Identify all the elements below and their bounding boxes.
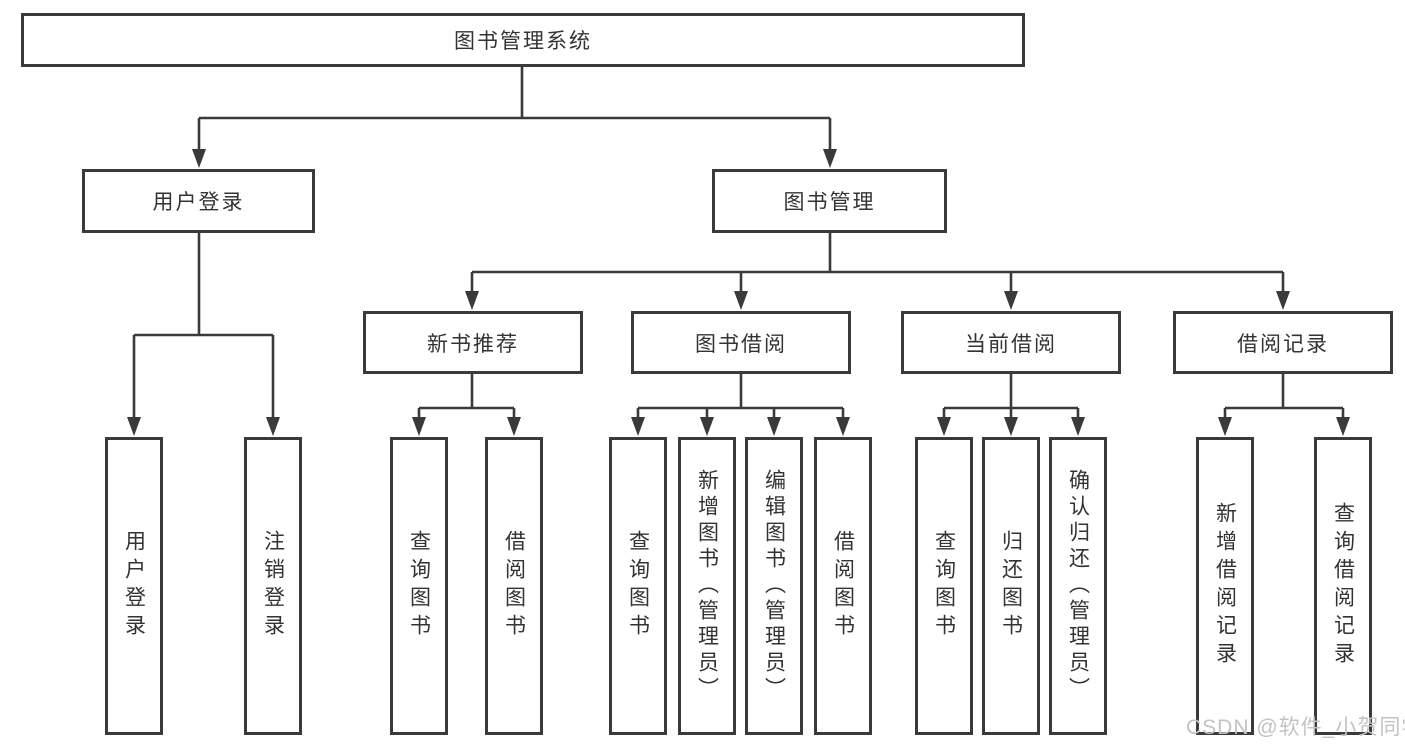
node-label: 查询借阅记录: [1331, 502, 1355, 670]
leaf-query-books-current: 查询图书: [915, 437, 973, 735]
leaf-confirm-return-admin: 确认归还（管理员）: [1049, 437, 1107, 735]
node-label: 借阅记录: [1237, 332, 1329, 356]
leaf-borrow-books-recommend: 借阅图书: [485, 437, 543, 735]
watermark: CSDN @软件_小贺同学: [1186, 716, 1405, 739]
node-label: 新书推荐: [427, 332, 519, 356]
node-label: 确认归还（管理员）: [1066, 469, 1090, 703]
leaf-user-login: 用户登录: [105, 437, 163, 735]
leaf-edit-book-admin: 编辑图书（管理员）: [745, 437, 803, 735]
node-label: 图书管理: [783, 191, 876, 214]
leaf-add-borrow-record: 新增借阅记录: [1196, 437, 1254, 735]
leaf-logout: 注销登录: [244, 437, 302, 735]
node-current-borrow: 当前借阅: [901, 311, 1121, 374]
node-label: 借阅图书: [502, 530, 526, 642]
leaf-borrow-books: 借阅图书: [814, 437, 872, 735]
node-label: 新增图书（管理员）: [695, 469, 719, 703]
node-label: 新增借阅记录: [1213, 502, 1237, 670]
node-new-book-recommend: 新书推荐: [363, 311, 583, 374]
node-label: 图书管理系统: [454, 30, 592, 53]
node-book-borrow: 图书借阅: [631, 311, 851, 374]
node-label: 用户登录: [122, 530, 146, 642]
node-label: 查询图书: [626, 530, 650, 642]
leaf-return-book: 归还图书: [982, 437, 1040, 735]
node-borrow-records: 借阅记录: [1173, 311, 1393, 374]
node-label: 注销登录: [261, 530, 285, 642]
node-label: 编辑图书（管理员）: [762, 469, 786, 703]
node-label: 当前借阅: [965, 332, 1057, 356]
node-label: 归还图书: [999, 530, 1023, 642]
leaf-query-borrow-record: 查询借阅记录: [1314, 437, 1372, 735]
node-user-login: 用户登录: [82, 169, 315, 233]
leaf-query-books-recommend: 查询图书: [390, 437, 448, 735]
node-book-management: 图书管理: [712, 169, 947, 233]
node-label: 查询图书: [932, 530, 956, 642]
node-root: 图书管理系统: [21, 13, 1025, 67]
node-label: 用户登录: [152, 191, 245, 214]
node-label: 借阅图书: [831, 530, 855, 642]
node-label: 查询图书: [407, 530, 431, 642]
node-label: 图书借阅: [695, 332, 787, 356]
leaf-add-book-admin: 新增图书（管理员）: [678, 437, 736, 735]
leaf-query-books-borrow: 查询图书: [609, 437, 667, 735]
